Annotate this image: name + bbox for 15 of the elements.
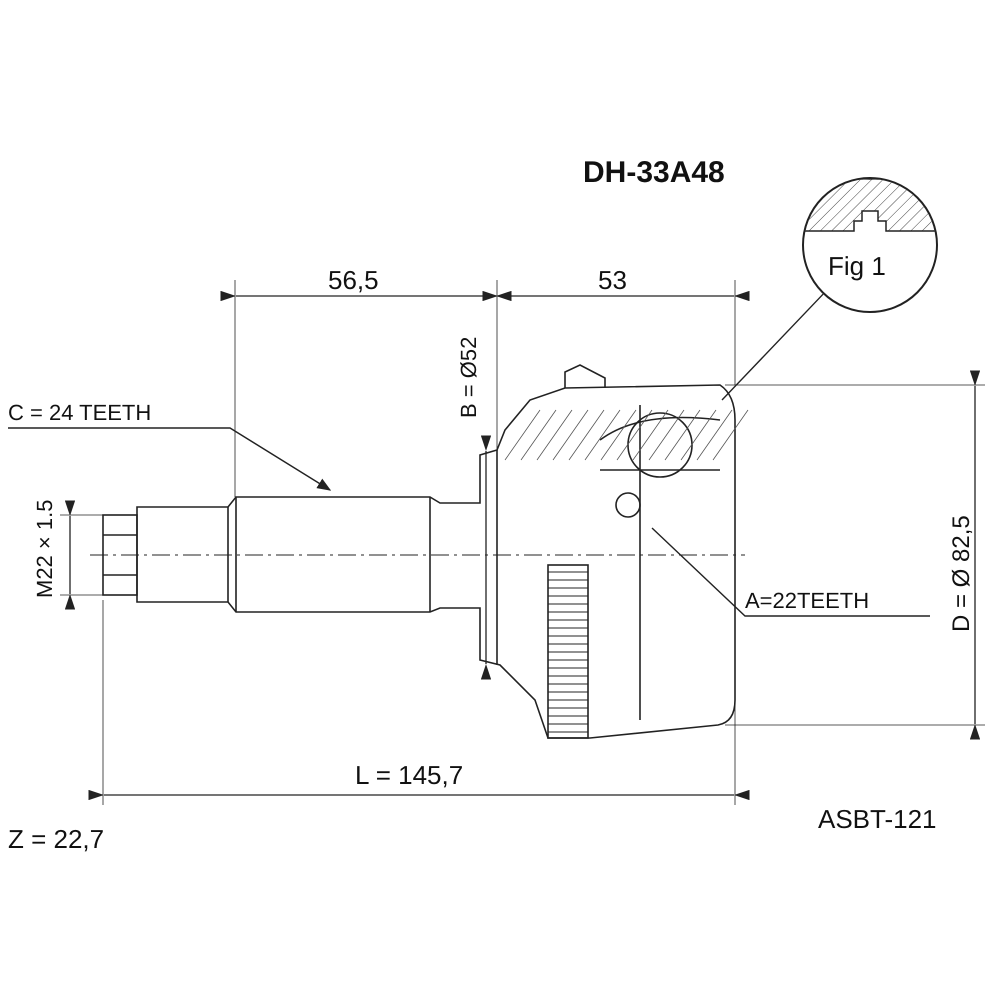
dimension-label: M22 × 1.5 — [34, 500, 56, 598]
part-number: ASBT-121 — [818, 806, 937, 832]
part-number: DH-33A48 — [583, 158, 725, 188]
callout-text: C = 24 TEETH — [8, 402, 152, 424]
dimension-label: Z = 22,7 — [8, 826, 104, 852]
leader-line — [722, 294, 824, 400]
dimension-label: 56,5 — [328, 267, 379, 293]
callout-text: A=22TEETH — [745, 590, 870, 612]
dimension-label: B = Ø52 — [458, 336, 480, 418]
leader-line — [8, 427, 332, 491]
callout-text: Fig 1 — [828, 253, 886, 279]
leader-line — [652, 528, 930, 617]
dimension-label: L = 145,7 — [355, 762, 464, 788]
dimension-label: 53 — [598, 267, 627, 293]
dimension-label: D = Ø 82,5 — [950, 515, 974, 632]
